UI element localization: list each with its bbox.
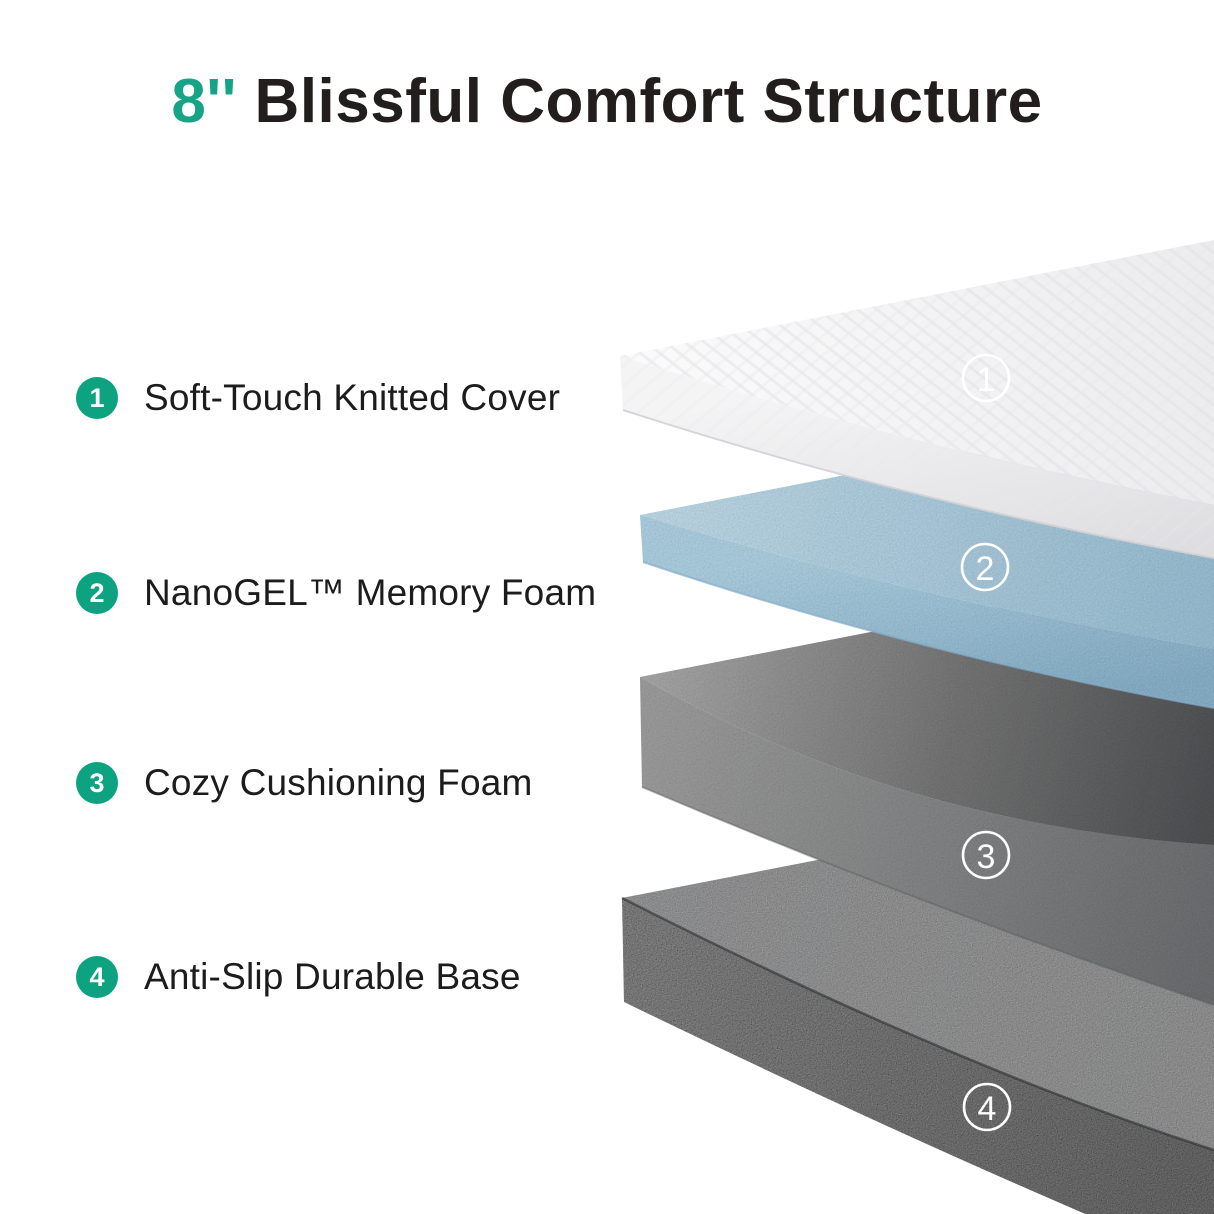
layer2-number-badge: 2 (960, 542, 1010, 592)
legend-item-cushioning-foam: 3 Cozy Cushioning Foam (76, 754, 533, 812)
layer4-number-badge: 4 (962, 1082, 1012, 1132)
legend-badge-4-icon: 4 (76, 956, 118, 998)
legend-item-base: 4 Anti-Slip Durable Base (76, 948, 521, 1006)
legend-item-memory-foam: 2 NanoGEL™ Memory Foam (76, 564, 596, 622)
layer3-number-badge: 3 (961, 830, 1011, 880)
layer4-number: 4 (978, 1090, 997, 1128)
layer3-front-face (640, 677, 1214, 1005)
legend-label-memory-foam: NanoGEL™ Memory Foam (144, 572, 597, 613)
layer3-number: 3 (977, 838, 996, 876)
legend-label-cushioning-foam: Cozy Cushioning Foam (144, 762, 533, 803)
legend-badge-3-icon: 3 (76, 762, 118, 804)
layer1-number-badge: 1 (961, 353, 1011, 403)
layer2-number: 2 (976, 550, 995, 588)
legend-badge-1-icon: 1 (76, 377, 118, 419)
layer2-front-face (640, 515, 1214, 708)
page-title: 8'' Blissful Comfort Structure (0, 68, 1214, 136)
layer1-cover-slab (620, 240, 1214, 559)
legend-label-cover: Soft-Touch Knitted Cover (144, 377, 561, 418)
title-size-accent: 8'' (171, 67, 237, 136)
legend-item-cover: 1 Soft-Touch Knitted Cover (76, 369, 560, 427)
layer1-number: 1 (977, 361, 996, 399)
title-rest: Blissful Comfort Structure (236, 67, 1043, 136)
legend-label-base: Anti-Slip Durable Base (144, 956, 521, 997)
legend-badge-2-icon: 2 (76, 572, 118, 614)
layer4-front-face (622, 898, 1214, 1214)
